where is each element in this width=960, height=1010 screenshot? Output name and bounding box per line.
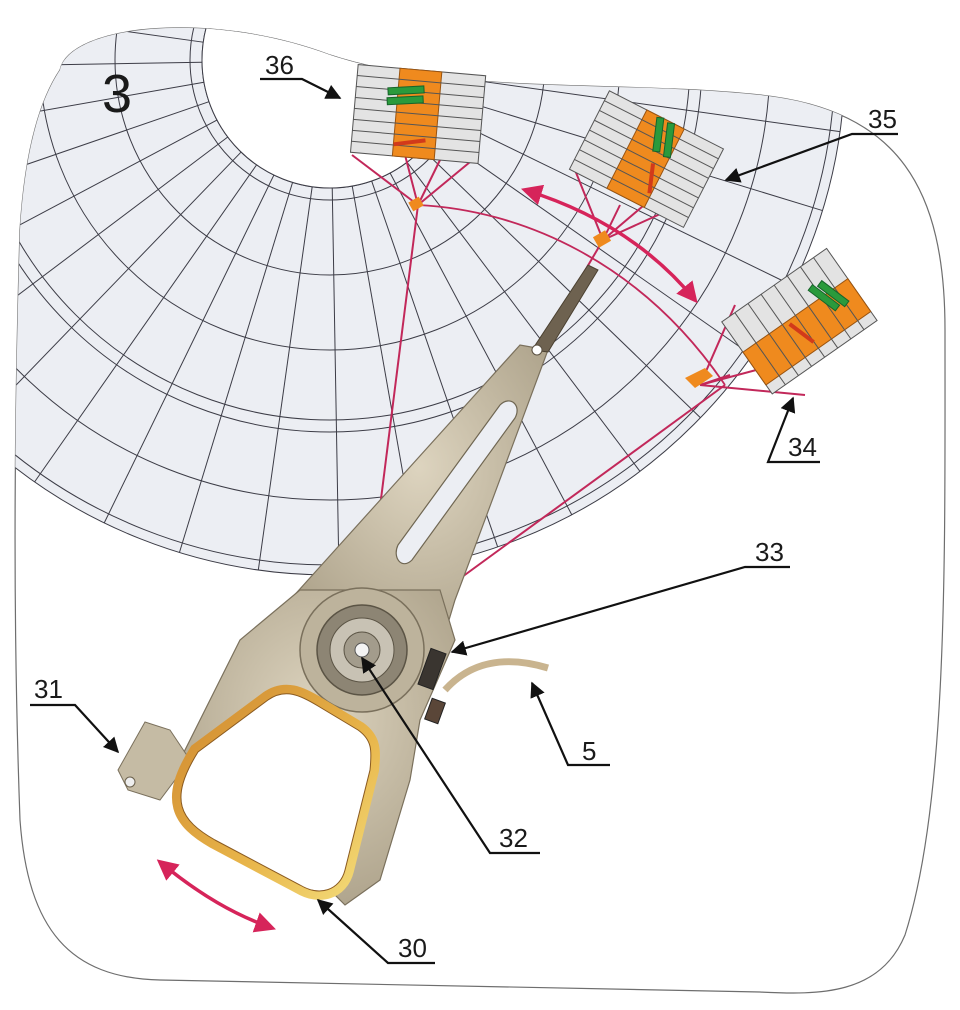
label-3: 3 <box>102 64 132 124</box>
label-34: 34 <box>788 432 817 462</box>
callout-36: 36 <box>260 50 342 99</box>
head-position-outer <box>685 368 713 388</box>
label-5: 5 <box>582 736 596 766</box>
sector-line <box>15 151 242 431</box>
sector-line <box>15 81 205 150</box>
figure-number: 3 <box>102 64 132 124</box>
actuator-arm <box>117 230 612 906</box>
track-stripe <box>353 118 481 132</box>
callout-35: 35 <box>724 104 898 183</box>
sector-line <box>257 186 313 571</box>
track-stripe <box>747 303 799 376</box>
sector-line <box>456 77 841 133</box>
label-30: 30 <box>398 933 427 963</box>
callout-30: 30 <box>316 898 435 965</box>
seek-motion-arrow <box>520 184 698 304</box>
flex-cable <box>442 658 550 693</box>
label-31: 31 <box>34 674 63 704</box>
track-stripe <box>352 129 480 142</box>
sector-line <box>15 61 203 70</box>
track-stripe <box>351 140 480 153</box>
flex-connector <box>417 647 447 691</box>
callout-31: 31 <box>30 674 120 754</box>
track-stripe <box>357 75 485 88</box>
track-stripe <box>773 284 826 358</box>
read-write-head <box>592 230 612 248</box>
track-stripe <box>579 149 694 209</box>
sector-line <box>15 27 204 43</box>
callout-34: 34 <box>766 396 820 464</box>
track-stripe <box>786 275 839 349</box>
sector-line <box>15 136 229 371</box>
track-stripe <box>734 312 786 386</box>
track-stripe <box>574 159 689 219</box>
track-stripe <box>354 107 482 121</box>
sector-line <box>389 172 573 515</box>
label-36: 36 <box>265 50 294 80</box>
track-stripe <box>760 294 812 367</box>
label-32: 32 <box>499 823 528 853</box>
track-stripe <box>584 139 699 199</box>
callout-33: 33 <box>450 537 790 656</box>
callout-32: 32 <box>361 656 540 855</box>
head-magnified-outer <box>721 247 878 395</box>
track-stripe <box>589 129 704 189</box>
head-position-inner <box>408 196 424 212</box>
sector-line <box>34 164 257 483</box>
sector-line <box>331 187 340 575</box>
coil-motion-arrow <box>156 859 276 933</box>
head-magnified-inner <box>349 64 487 164</box>
sector-line <box>0 0 208 23</box>
sector-line <box>103 174 275 524</box>
sector-line <box>15 119 218 303</box>
label-33: 33 <box>755 537 784 567</box>
head-magnified-middle <box>568 90 725 229</box>
track-stripe <box>594 119 709 179</box>
sector-line <box>406 161 641 472</box>
sector-line <box>455 27 838 39</box>
label-35: 35 <box>868 104 897 134</box>
sector-line <box>178 182 294 553</box>
sector-line <box>457 50 845 59</box>
callout-5: 5 <box>530 681 610 767</box>
